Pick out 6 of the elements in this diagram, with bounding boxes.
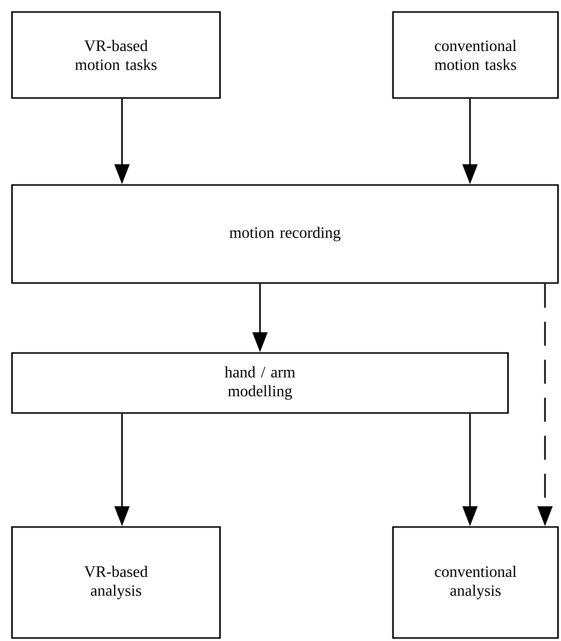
process-box: conventional analysis <box>392 526 559 639</box>
process-box: hand / arm modelling <box>11 352 509 414</box>
process-box: motion recording <box>11 184 559 284</box>
process-box: VR-based analysis <box>11 526 221 639</box>
process-box: VR-based motion tasks <box>11 11 221 99</box>
process-box: conventional motion tasks <box>392 11 559 99</box>
